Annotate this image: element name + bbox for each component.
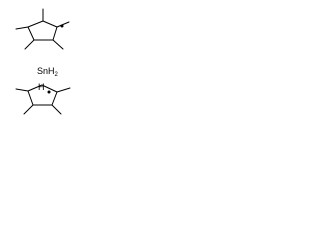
upper-ring-bond	[42, 20, 58, 28]
lower-ring-bond	[41, 84, 58, 93]
lower-methyl-bond	[56, 87, 71, 93]
upper-radical-dot	[60, 24, 64, 28]
lower-cp-ring: H	[15, 82, 71, 115]
lower-ring-bond	[51, 91, 58, 106]
tin-label: SnH2	[37, 66, 59, 78]
lower-methyl-bond	[51, 104, 62, 115]
upper-ring-bond	[27, 26, 35, 41]
molecule-diagram: SnH2 H	[15, 8, 71, 115]
upper-cp-ring	[15, 8, 70, 50]
upper-methyl-bond	[56, 21, 70, 28]
lower-methyl-bond	[15, 88, 29, 92]
upper-methyl-bond	[24, 39, 35, 50]
upper-methyl-bond	[52, 39, 64, 50]
lower-methyl-bond	[23, 104, 34, 115]
hydrogen-label: H	[38, 82, 45, 92]
upper-methyl-bond	[15, 26, 29, 30]
upper-ring-bond	[27, 20, 44, 28]
lower-ring-bond	[27, 84, 43, 92]
lower-radical-dot	[47, 90, 51, 94]
lower-ring-bond	[27, 90, 34, 106]
upper-ring-bond	[52, 26, 58, 41]
